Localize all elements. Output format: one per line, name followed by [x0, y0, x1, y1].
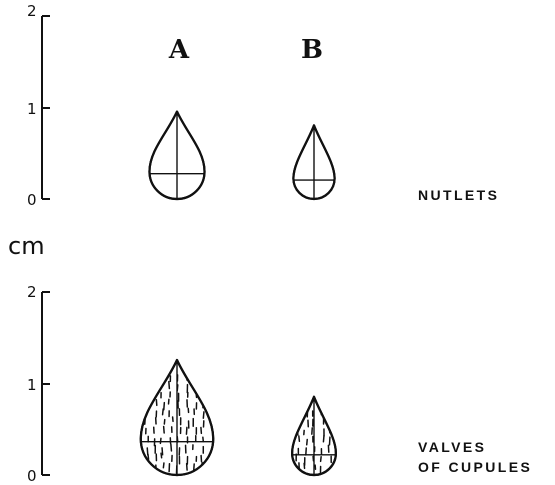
- lower-scale-label-0: 0: [27, 467, 37, 485]
- lower-scale: 2 1 0: [27, 283, 50, 485]
- cupule-valve-a: [139, 360, 215, 475]
- specimen-border: [293, 125, 334, 199]
- stipple-mark: [330, 418, 331, 424]
- nutlets-caption: NUTLETS: [418, 187, 499, 203]
- upper-scale-label-1: 1: [27, 100, 37, 118]
- upper-scale: 2 1 0: [27, 2, 50, 209]
- cupule-valve-b: [290, 397, 338, 475]
- column-header-b: B: [301, 35, 323, 65]
- nutlet-a: [147, 112, 206, 199]
- valves-caption-line-1: VALVES: [418, 439, 486, 455]
- specimen-border: [141, 360, 213, 475]
- stipple-mark: [161, 372, 162, 377]
- specimen-border: [292, 397, 336, 475]
- specimen-border: [149, 112, 204, 199]
- unit-label: cm: [8, 232, 45, 260]
- lower-scale-label-2: 2: [27, 283, 37, 301]
- valves-caption-line-2: OF CUPULES: [418, 459, 532, 475]
- lower-scale-label-1: 1: [27, 376, 37, 394]
- upper-scale-label-0: 0: [27, 191, 37, 209]
- nutlet-b: [291, 125, 336, 199]
- upper-scale-label-2: 2: [27, 2, 37, 20]
- stipple-mark: [146, 401, 147, 407]
- column-header-a: A: [168, 35, 190, 65]
